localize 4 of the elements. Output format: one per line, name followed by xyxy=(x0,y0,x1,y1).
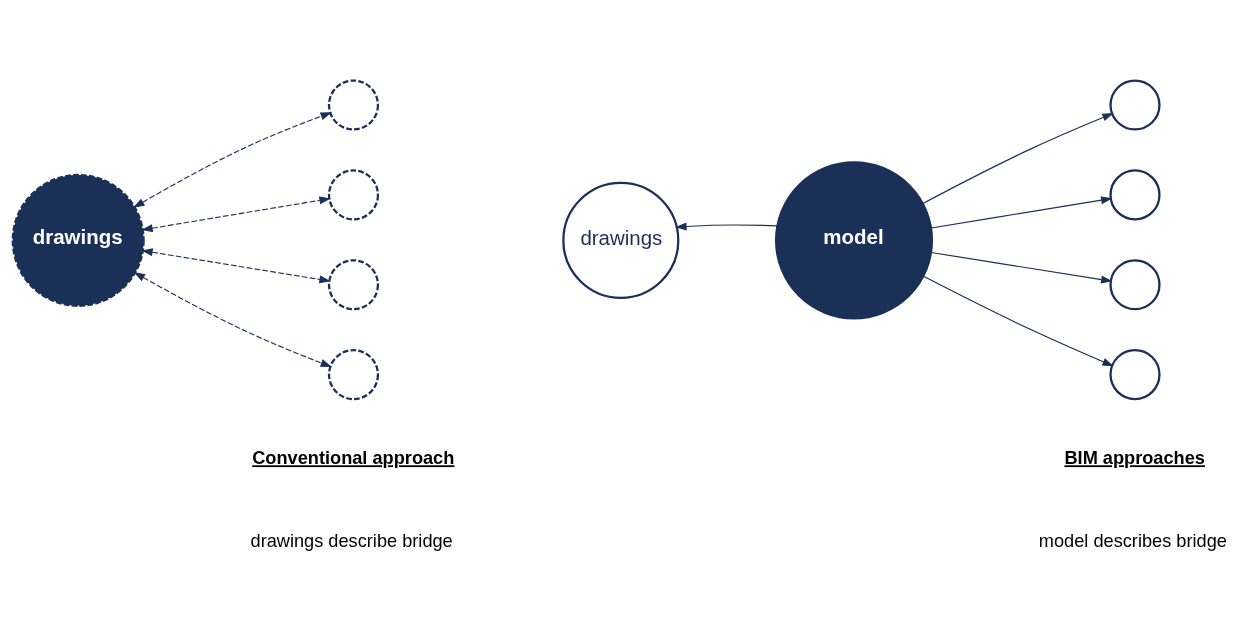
label: drawings describe bridge xyxy=(250,530,453,551)
label: BIM approaches xyxy=(1064,447,1205,468)
label: model describes bridge xyxy=(1038,530,1227,551)
label: Conventional approach xyxy=(252,447,455,468)
